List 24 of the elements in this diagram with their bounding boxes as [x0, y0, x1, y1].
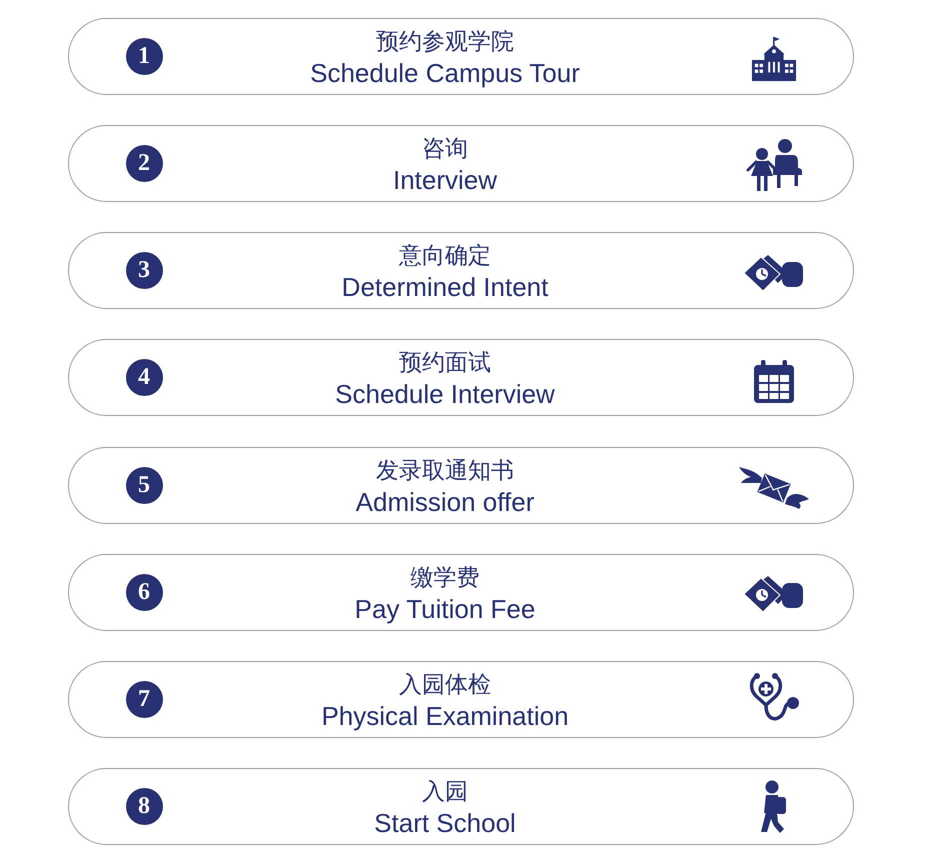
step-subtitle: Pay Tuition Fee [354, 595, 536, 623]
number-badge: 4 [126, 358, 162, 396]
step-subtitle: Admission offer [356, 488, 534, 516]
number-badge: 5 [126, 466, 162, 504]
number-badge: 2 [126, 144, 162, 182]
number-badge: 3 [126, 252, 162, 288]
step-title: 咨询 [422, 136, 468, 162]
step-subtitle: Physical Examination [321, 702, 569, 730]
step-title: 预约参观学院 [376, 29, 514, 55]
number-badge: 1 [126, 38, 162, 74]
number-badge: 8 [126, 788, 162, 824]
step-title: 意向确定 [399, 243, 491, 269]
step-subtitle: Schedule Campus Tour [310, 59, 580, 87]
number-badge: 6 [126, 574, 162, 610]
step-subtitle: Start School [374, 809, 516, 837]
step-subtitle: Schedule Interview [335, 380, 555, 408]
step-title: 发录取通知书 [376, 458, 514, 484]
step-subtitle: Interview [392, 166, 498, 194]
step-subtitle: Determined Intent [342, 273, 548, 301]
step-title: 缴学费 [410, 565, 480, 591]
step-title: 入园体检 [399, 672, 491, 698]
number-badge: 7 [126, 680, 162, 718]
step-title: 预约面试 [399, 350, 491, 376]
step-title: 入园 [422, 779, 468, 805]
